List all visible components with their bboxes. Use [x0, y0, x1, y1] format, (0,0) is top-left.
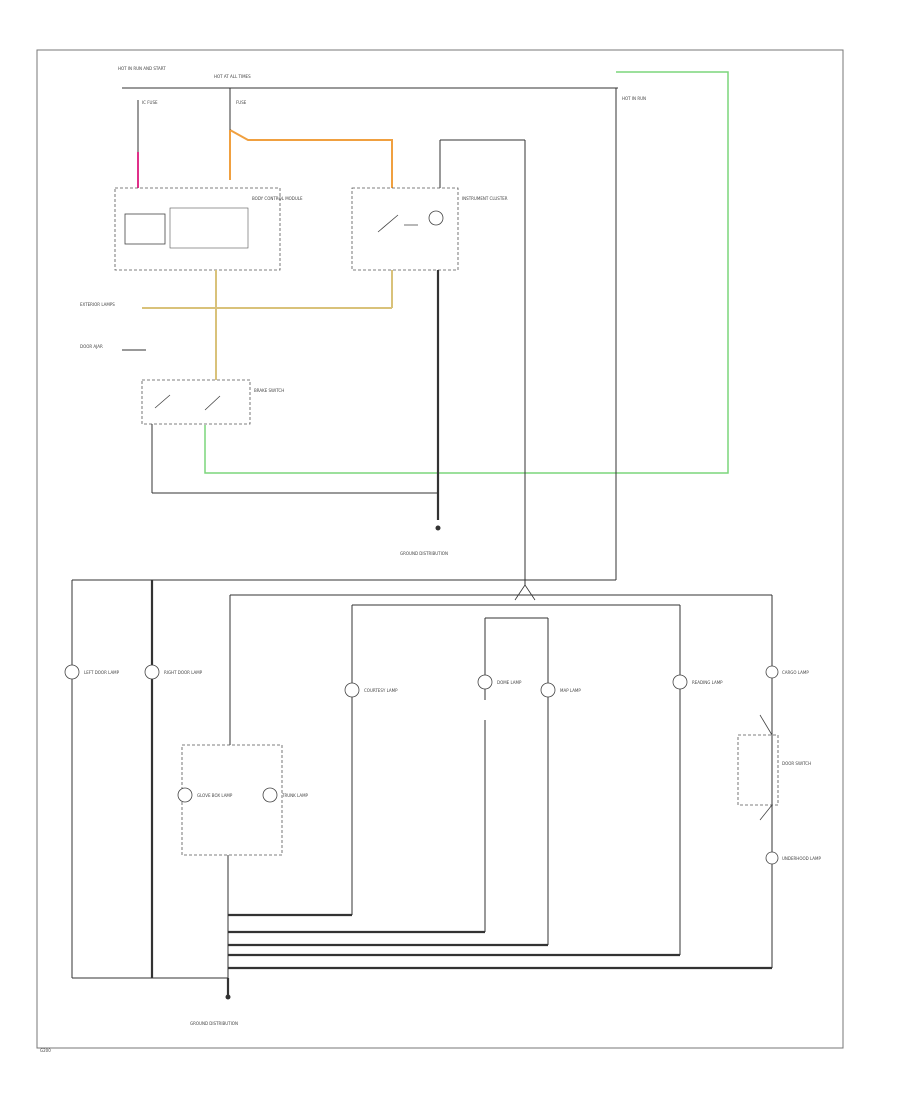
lamp-reading-label: READING LAMP	[692, 680, 723, 685]
cluster-indicator	[428, 210, 444, 226]
instrument-cluster-box	[351, 187, 459, 271]
ground-point-b	[225, 994, 231, 1000]
lamp-left-door	[64, 664, 80, 680]
splice-cluster	[514, 584, 536, 601]
bcm-inner-block	[124, 213, 166, 245]
ground-point-a	[435, 525, 441, 531]
wire-orange	[229, 129, 393, 188]
wire-green-loop	[204, 71, 729, 474]
exterior-lamps-label: EXTERIOR LAMPS	[80, 302, 115, 307]
footer-code: G200	[40, 1048, 51, 1053]
lamp-glove-box	[177, 787, 193, 803]
lamp-courtesy	[344, 682, 360, 698]
right-switch-contacts	[759, 714, 773, 821]
fuse-box-label: FUSE	[236, 100, 247, 105]
lamp-underhood	[765, 851, 779, 865]
diagram-frame	[36, 49, 844, 1049]
lamp-map-label: MAP LAMP	[560, 688, 581, 693]
brake-switch-label: BRAKE SWITCH	[254, 388, 284, 393]
lamp-cargo-label: CARGO LAMP	[782, 670, 809, 675]
ground-b-label: GROUND DISTRIBUTION	[190, 1021, 238, 1026]
lamp-trunk	[262, 787, 278, 803]
lamp-trunk-label: TRUNK LAMP	[281, 793, 309, 798]
lamp-glove-box-label: GLOVE BOX LAMP	[197, 793, 233, 798]
lamp-underhood-label: UNDERHOOD LAMP	[782, 856, 821, 861]
right-switch-label: DOOR SWITCH	[782, 761, 811, 766]
lamp-courtesy-label: COURTESY LAMP	[364, 688, 398, 693]
brake-switch-box	[141, 379, 251, 425]
hot-run-start-label: HOT IN RUN AND START	[118, 66, 166, 71]
right-switch-box	[737, 734, 779, 806]
cluster-switch	[377, 214, 418, 233]
ic-fuse-label: IC FUSE	[142, 100, 158, 105]
body-control-module-box	[114, 187, 281, 271]
lamp-map	[540, 682, 556, 698]
lamp-dome	[477, 674, 493, 690]
lamp-right-door-label: RIGHT DOOR LAMP	[164, 670, 203, 675]
cluster-label: INSTRUMENT CLUSTER	[462, 196, 508, 201]
door-ajar-label: DOOR AJAR	[80, 344, 103, 349]
lamp-reading	[672, 674, 688, 690]
bcm-label: BODY CONTROL MODULE	[252, 196, 303, 201]
hot-run-label: HOT IN RUN	[622, 96, 646, 101]
lamp-left-door-label: LEFT DOOR LAMP	[84, 670, 120, 675]
hot-all-times-label: HOT AT ALL TIMES	[214, 74, 251, 79]
lamp-right-door	[144, 664, 160, 680]
brake-switch-contacts	[154, 394, 221, 411]
ground-a-label: GROUND DISTRIBUTION	[400, 551, 448, 556]
lamp-cargo	[765, 665, 779, 679]
lamp-dome-label: DOME LAMP	[497, 680, 522, 685]
bcm-inner-frame	[169, 207, 249, 249]
